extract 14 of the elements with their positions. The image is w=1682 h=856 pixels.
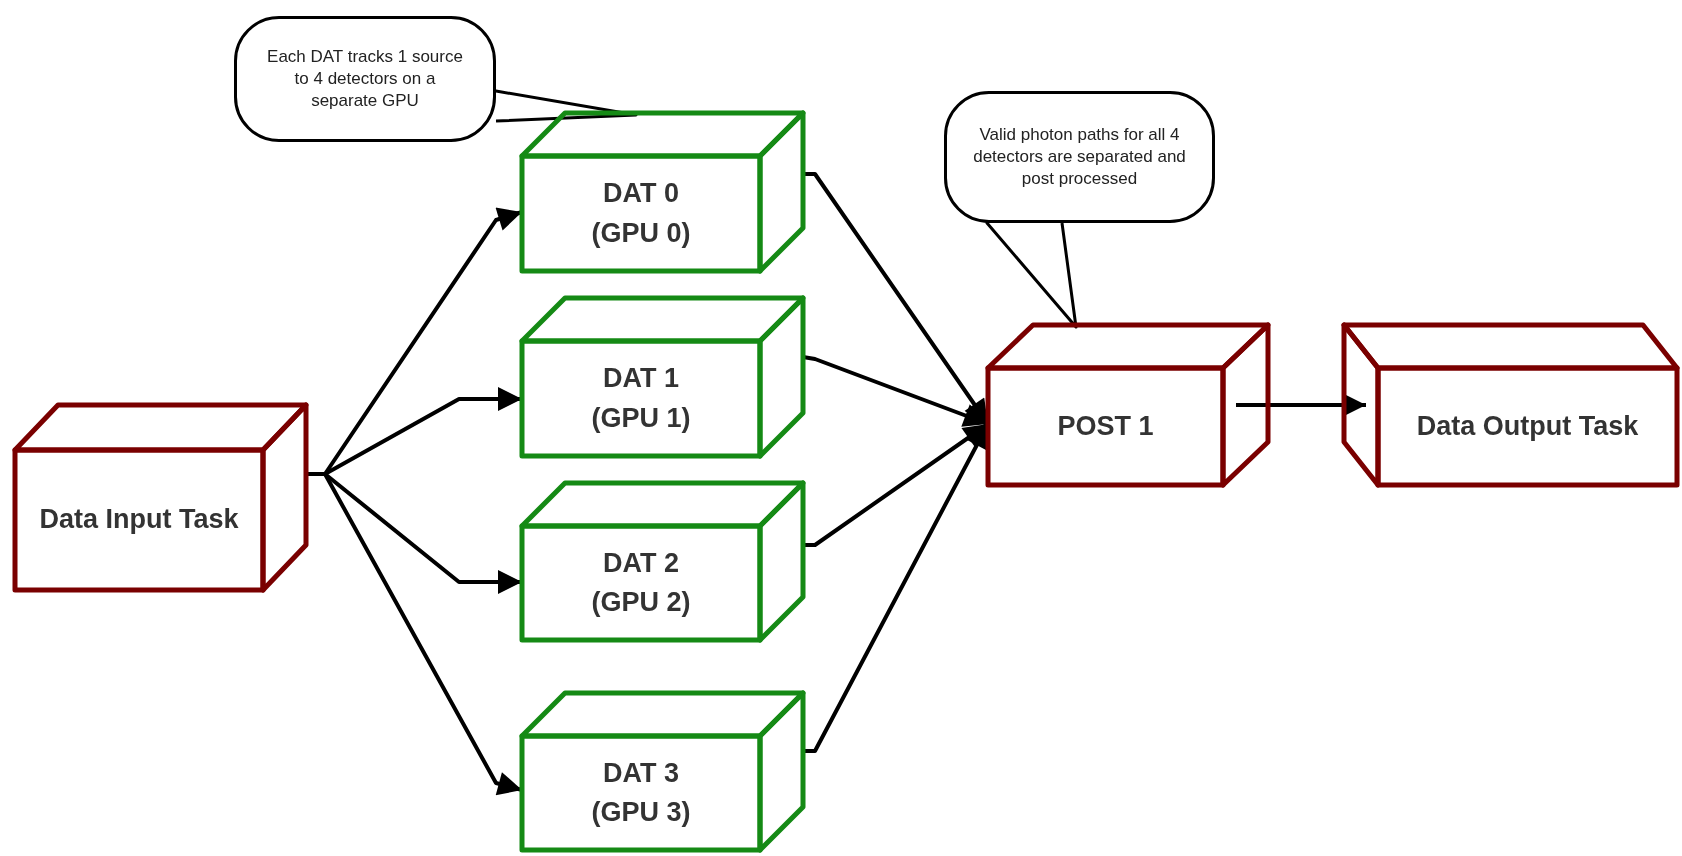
box-label: DAT 0 (GPU 0) [590,177,692,250]
callout-text: Each DAT tracks 1 source to 4 detectors on a separate GPU [266,45,464,113]
callout-tail [494,89,638,123]
arrow [306,472,523,796]
speech-bubble [234,16,496,142]
box-label: Data Output Task [1416,409,1639,443]
speech-bubble [944,91,1215,223]
arrow [1236,393,1366,417]
box-label: Data Input Task [39,503,239,537]
box-label: DAT 3 (GPU 3) [590,756,692,829]
box-label: DAT 1 (GPU 1) [590,362,692,435]
box-label: DAT 2 (GPU 2) [590,546,692,619]
box-label: POST 1 [1057,409,1154,443]
callout-text: Valid photon paths for all 4 detectors are separated and post processed [972,123,1187,191]
